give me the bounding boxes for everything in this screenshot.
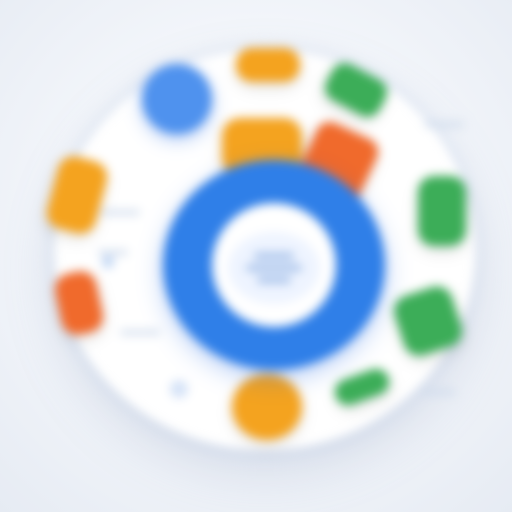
detail-line	[120, 330, 160, 335]
detail-line	[98, 250, 128, 255]
small-blue-dot-icon	[102, 256, 114, 268]
center-bar	[246, 265, 302, 271]
center-bar	[257, 277, 291, 283]
orange-circle-icon	[232, 374, 302, 440]
detail-line	[100, 210, 140, 215]
detail-line	[424, 122, 464, 127]
orange-pill-icon	[236, 48, 300, 82]
detail-line	[420, 390, 456, 395]
center-bar	[254, 253, 294, 259]
center-cap	[228, 232, 320, 304]
blue-circle-icon	[142, 64, 212, 134]
small-blue-dot-icon	[170, 380, 188, 398]
green-pill-icon	[418, 176, 466, 246]
